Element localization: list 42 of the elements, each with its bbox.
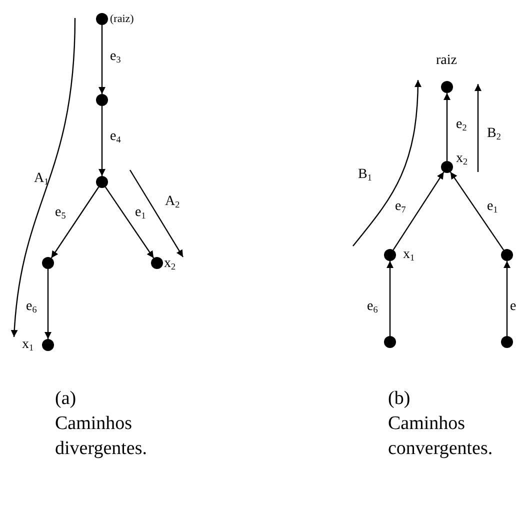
arrow xyxy=(98,25,106,94)
node-dot xyxy=(42,257,54,269)
arrow xyxy=(444,93,450,161)
node-dot xyxy=(384,249,396,261)
node-label: x$_{2}$ xyxy=(164,257,176,272)
node-label: x$_{1}$ xyxy=(403,248,415,263)
edge-label: e$_{6}$ xyxy=(367,300,378,315)
arrow xyxy=(386,261,394,336)
edge-label: e$_{7}$ xyxy=(395,200,406,215)
edge-label: e xyxy=(510,300,516,314)
node-label: x$_{2}$ xyxy=(456,152,468,167)
edge-label: e$_{1}$ xyxy=(135,206,146,221)
node-dot xyxy=(151,257,163,269)
node-dot xyxy=(384,336,396,348)
edge-label: e$_{3}$ xyxy=(110,50,121,65)
node-dot xyxy=(501,249,513,261)
edge-label: e$_{2}$ xyxy=(456,118,467,133)
arrow xyxy=(98,106,106,176)
edge-label: e$_{5}$ xyxy=(55,206,66,221)
arrow xyxy=(450,172,504,250)
arrow xyxy=(44,269,52,339)
path-label: B$_{2}$ xyxy=(487,127,501,142)
node-label: x$_{1}$ xyxy=(22,338,34,353)
arrow xyxy=(504,261,510,336)
node-label: (raiz) xyxy=(110,14,134,25)
node-dot xyxy=(96,13,108,25)
subfigure-caption: (a) Caminhos divergentes. xyxy=(55,387,148,461)
edge-label: e$_{1}$ xyxy=(487,200,498,215)
node-dot xyxy=(501,336,513,348)
node-dot xyxy=(441,81,453,93)
arrow xyxy=(104,186,154,258)
node-dot xyxy=(441,161,453,173)
node-dot xyxy=(42,339,54,351)
path-label: A$_{2}$ xyxy=(165,195,180,210)
node-dot xyxy=(96,94,108,106)
arrow xyxy=(392,172,444,250)
edge-label: e$_{4}$ xyxy=(110,130,121,145)
edge-label: e$_{6}$ xyxy=(26,300,37,315)
node-dot xyxy=(96,176,108,188)
node-label: raiz xyxy=(436,54,457,68)
arrow xyxy=(50,186,100,258)
path-label: B$_{1}$ xyxy=(358,168,372,183)
